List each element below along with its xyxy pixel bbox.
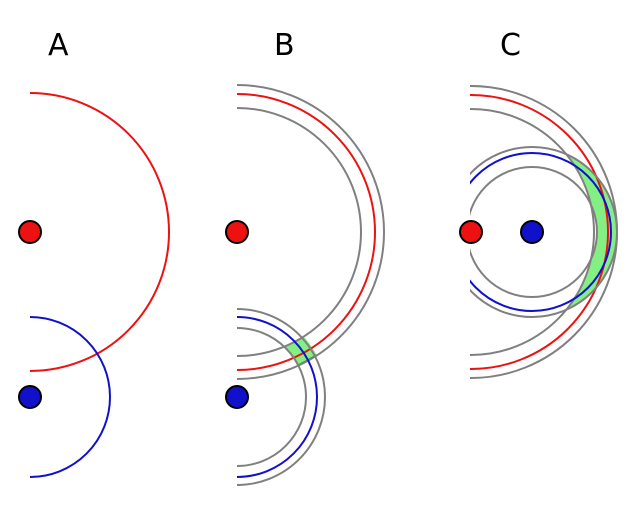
red-inner-uncertainty-arc [470, 108, 595, 356]
panel-c: C [459, 28, 618, 379]
blue-inner-uncertainty-arc [237, 327, 307, 467]
red-range-arc [30, 92, 170, 372]
blue-outer-uncertainty-arc [237, 308, 326, 486]
red-station-dot [459, 220, 483, 244]
red-station-dot [225, 220, 249, 244]
red-range-arc [237, 93, 376, 371]
red-station-dot [18, 220, 42, 244]
blue-range-arc [237, 316, 318, 478]
blue-station-dot [520, 220, 544, 244]
panel-b: B [225, 28, 385, 486]
red-outer-uncertainty-arc [237, 84, 385, 380]
blue-inner-uncertainty-arc [470, 166, 598, 298]
blue-range-arc [30, 316, 111, 478]
panel-a: A [18, 28, 170, 478]
blue-outer-uncertainty-arc [470, 146, 618, 318]
red-inner-uncertainty-arc [237, 107, 362, 357]
panel-label-a: A [48, 28, 69, 63]
red-range-arc [470, 94, 609, 370]
blue-station-dot [18, 385, 42, 409]
panel-label-b: B [274, 28, 295, 63]
panel-label-c: C [500, 28, 521, 63]
blue-station-dot [225, 385, 249, 409]
blue-range-arc [470, 152, 612, 312]
